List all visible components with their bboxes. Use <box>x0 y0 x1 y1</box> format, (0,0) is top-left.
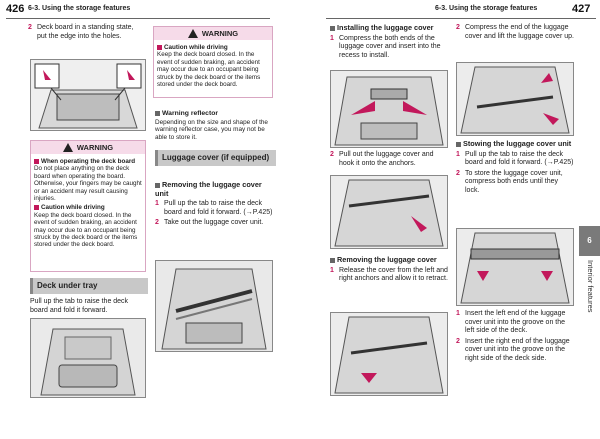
warning-title: WARNING <box>76 143 114 152</box>
step-text: Take out the luggage cover unit. <box>164 219 264 227</box>
luggage-cover-unit-figure <box>155 260 273 352</box>
page-header: 426 6-3. Using the storage features 6-3.… <box>0 0 600 19</box>
warning-box-driving: WARNING Caution while driving Keep the d… <box>153 26 273 98</box>
bullet-square-icon <box>34 158 39 164</box>
bullet-square-icon <box>155 182 160 188</box>
warning-subtitle: When operating the deck board <box>34 158 142 165</box>
bullet-square-icon <box>157 44 162 50</box>
warning-text: Keep the deck board closed. In the event… <box>157 51 261 89</box>
step-text: Compress the end of the luggage cover an… <box>465 24 574 40</box>
step-text: Compress the both ends of the luggage co… <box>339 34 441 59</box>
subsection-title: Removing the luggage cover <box>330 255 448 265</box>
right-section-title: 6-3. Using the storage features <box>435 5 538 12</box>
step-text: Pull up the tab to raise the deck board … <box>465 150 574 167</box>
step-text: Pull out the luggage cover and hook it o… <box>339 151 434 167</box>
reflector-note: Warning reflector Depending on the size … <box>155 110 273 141</box>
bullet-square-icon <box>155 110 160 116</box>
lift-cover-figure <box>456 62 574 136</box>
step-text: Insert the left end of the luggage cover… <box>465 310 566 335</box>
section-title-deck-under-tray: Deck under tray <box>30 278 148 294</box>
warning-triangle-icon <box>62 142 73 152</box>
warning-subtitle: Caution while driving <box>157 44 269 51</box>
bullet-square-icon <box>330 257 335 263</box>
bullet-square-icon <box>456 141 461 147</box>
warning-triangle-icon <box>187 28 198 38</box>
chapter-label-text: Interior features <box>586 260 595 313</box>
chapter-side-label: Interior features <box>577 260 600 340</box>
install-cover-figure <box>330 70 448 148</box>
col1-step2: 2 Deck board in a standing state, put the… <box>28 24 144 41</box>
step-text: Deck board in a standing state, put the … <box>37 24 134 40</box>
stowed-cover-figure <box>456 228 574 306</box>
left-section-title: 6-3. Using the storage features <box>28 5 131 12</box>
warning-box-deck: WARNING When operating the deck board Do… <box>30 140 146 272</box>
bullet-square-icon <box>330 25 335 31</box>
warning-title: WARNING <box>201 29 239 38</box>
bullet-square-icon <box>34 205 39 211</box>
right-page-number: 427 <box>572 3 591 15</box>
step-number: 2 <box>28 24 32 31</box>
section-title-luggage-cover: Luggage cover (if equipped) <box>155 150 276 166</box>
left-header-rule <box>6 18 270 19</box>
warning-header: WARNING <box>154 27 272 40</box>
step-text: Insert the right end of the luggage cove… <box>465 337 570 362</box>
subsection-title: Stowing the luggage cover unit <box>456 139 574 149</box>
step-text: Pull up the tab to raise the deck board … <box>164 200 273 216</box>
deck-under-tray-text: Pull up the tab to raise the deck board … <box>30 298 129 314</box>
subsection-title: Installing the luggage cover <box>330 23 448 33</box>
right-header-rule <box>326 18 596 19</box>
step-text: To store the luggage cover unit, compres… <box>465 169 563 194</box>
deck-under-tray-figure <box>30 318 146 398</box>
warning-text: Keep the deck board closed. In the event… <box>34 211 138 249</box>
step-text: Release the cover from the left and righ… <box>339 266 448 283</box>
warning-subtitle: Caution while driving <box>34 204 142 211</box>
retract-cover-figure <box>330 312 448 396</box>
warning-text: Do not place anything on the deck board … <box>34 165 142 203</box>
reflector-text: Depending on the size and shape of the w… <box>155 118 268 141</box>
reflector-title: Warning reflector <box>155 110 273 119</box>
left-page-number: 426 <box>6 3 25 15</box>
warning-header: WARNING <box>31 141 145 154</box>
deck-board-holes-figure <box>30 59 146 131</box>
chapter-tab: 6 <box>579 226 600 256</box>
hook-anchors-figure <box>330 175 448 249</box>
subsection-title: Removing the luggage cover unit <box>155 180 262 198</box>
